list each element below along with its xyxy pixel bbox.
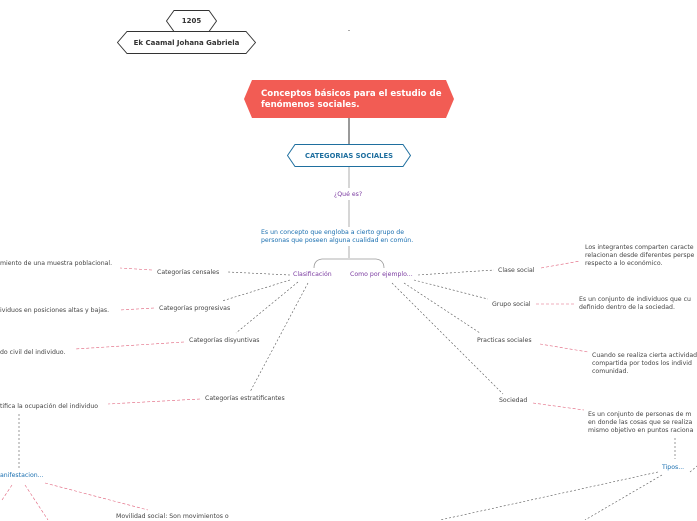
- note-links: [1, 260, 589, 520]
- definition-content: Es un concepto que engloba a cierto grup…: [261, 229, 414, 244]
- definition-text: Es un concepto que engloba a cierto grup…: [261, 229, 431, 245]
- practicas-note-line: comunidad.: [592, 368, 629, 375]
- group-label: 1205: [181, 17, 202, 25]
- estratificantes-note: tifica la ocupación del individuo: [0, 403, 99, 410]
- author-badge: Ek Caamal Johana Gabriela: [117, 31, 256, 54]
- progresivas-node[interactable]: Categorías progresivas: [159, 305, 231, 312]
- clase-note-line: respecto a lo económico.: [585, 260, 663, 267]
- category-node[interactable]: CATEGORIAS SOCIALES: [287, 144, 411, 167]
- practicas-node[interactable]: Practicas sociales: [477, 337, 532, 344]
- examples-links: [391, 269, 697, 520]
- movilidad-note: Movilidad social: Son movimientos o: [116, 513, 229, 520]
- manifestacion-node[interactable]: anifestacion...: [0, 472, 44, 479]
- classification-node[interactable]: Clasificación: [293, 271, 332, 278]
- censales-note: miento de una muestra poblacional.: [0, 260, 113, 267]
- sociedad-node[interactable]: Sociedad: [499, 397, 528, 404]
- sociedad-note: Es un conjunto de personas de m en donde…: [588, 411, 693, 435]
- author-label: Ek Caamal Johana Gabriela: [133, 38, 240, 47]
- grupo-social-note: Es un conjunto de individuos que cu defi…: [579, 296, 691, 312]
- branch-brace: [313, 258, 385, 269]
- group-badge: 1205: [166, 10, 217, 32]
- disyuntivas-node[interactable]: Categorías disyuntivas: [189, 337, 260, 344]
- question-text: ¿Qué es?: [334, 191, 363, 198]
- classification-links: [18, 271, 309, 468]
- practicas-note: Cuando se realiza cierta actividad compa…: [592, 352, 697, 376]
- sociedad-note-line: mismo objetivo en puntos raciona: [588, 427, 694, 434]
- clase-note-line: relacionan desde diferentes perspe: [585, 252, 695, 259]
- disyuntivas-note: do civil del individuo.: [0, 349, 66, 356]
- clase-social-note: Los integrantes comparten caracte relaci…: [585, 244, 694, 268]
- clase-note-line: Los integrantes comparten caracte: [585, 244, 694, 251]
- estratificantes-node[interactable]: Categorías estratificantes: [205, 395, 285, 402]
- grupo-note-line: Es un conjunto de individuos que cu: [579, 296, 691, 303]
- examples-node[interactable]: Como por ejemplo...: [350, 271, 413, 278]
- practicas-note-line: Cuando se realiza cierta actividad: [592, 352, 697, 359]
- practicas-note-line: compartida por todos los individ: [592, 360, 692, 367]
- censales-node[interactable]: Categorías censales: [157, 269, 220, 276]
- sociedad-note-line: en donde las cosas que se realiza: [588, 419, 693, 426]
- clase-social-node[interactable]: Clase social: [498, 267, 535, 274]
- grupo-social-node[interactable]: Grupo social: [492, 301, 531, 308]
- tipos-node[interactable]: Tipos...: [662, 464, 685, 471]
- progresivas-note: ividuos en posiciones altas y bajas.: [0, 307, 110, 314]
- grupo-note-line: definido dentro de la sociedad.: [579, 304, 675, 311]
- main-topic-text: Conceptos básicos para el estudio de fen…: [261, 89, 442, 110]
- main-topic-node[interactable]: Conceptos básicos para el estudio de fen…: [244, 80, 454, 118]
- sociedad-note-line: Es un conjunto de personas de m: [588, 411, 692, 418]
- category-text: CATEGORIAS SOCIALES: [305, 151, 393, 160]
